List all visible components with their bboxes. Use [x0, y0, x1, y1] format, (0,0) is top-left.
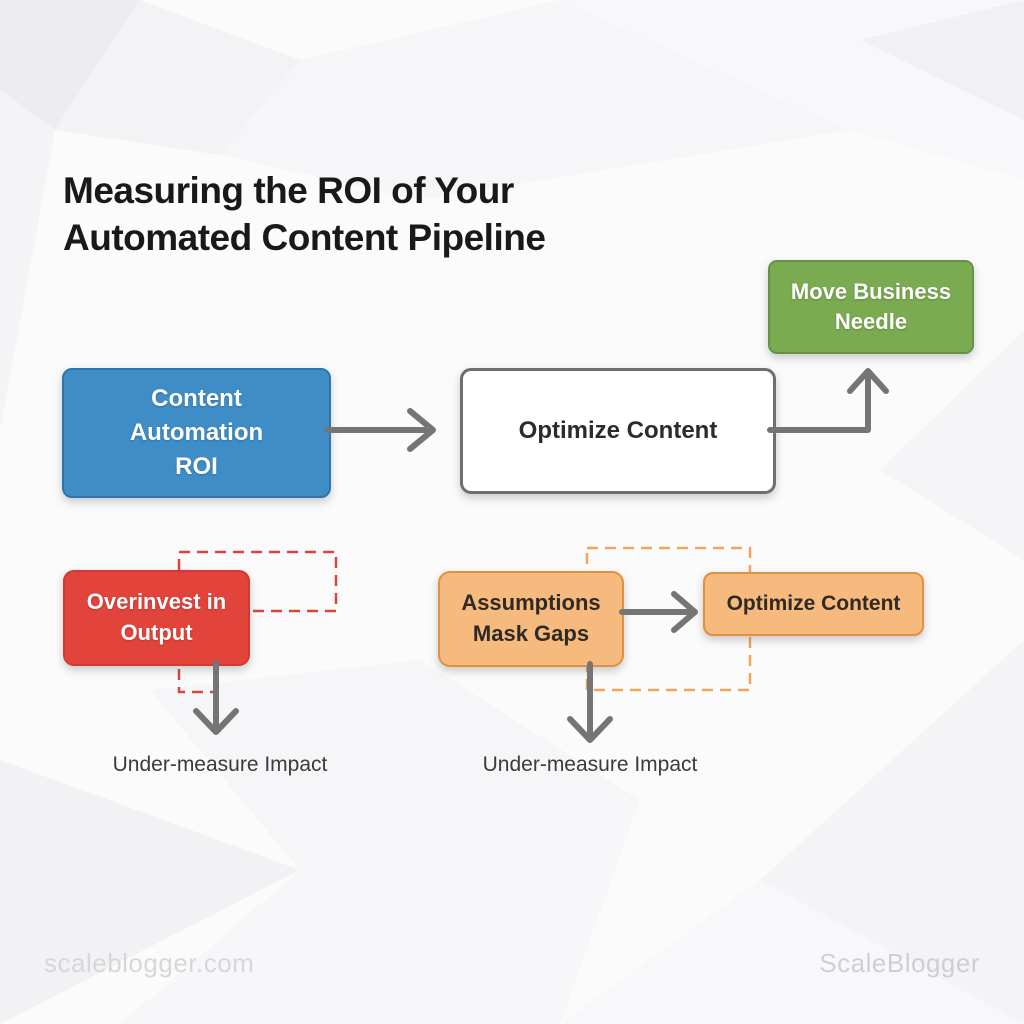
node-label: Assumptions Mask Gaps [461, 590, 601, 646]
arrow-optimize-to-needle [767, 368, 889, 433]
under-measure-impact-left-label: Under-measure Impact [112, 753, 328, 776]
arrow-roi-to-optimize [324, 408, 436, 452]
node-label: Content Automation ROI [129, 384, 264, 481]
node-optimize-content-main: Optimize Content [460, 368, 776, 494]
under-measure-impact-right-label: Under-measure Impact [482, 753, 698, 776]
node-move-business-needle: Move Business Needle [768, 260, 974, 354]
arrow-overinvest-down [193, 660, 239, 735]
node-label: Overinvest in Output [86, 589, 227, 645]
footer-site-url: scaleblogger.com [44, 948, 255, 978]
node-assumptions-mask-gaps: Assumptions Mask Gaps [438, 571, 624, 667]
node-label: Move Business Needle [790, 279, 952, 334]
node-label: Optimize Content [726, 592, 901, 615]
page-title: Measuring the ROI of Your Automated Cont… [63, 170, 546, 258]
arrow-assumptions-down [567, 661, 613, 743]
footer-brand-name: ScaleBlogger [819, 948, 980, 978]
node-content-automation-roi: Content Automation ROI [62, 368, 331, 498]
arrow-assumptions-to-optimize [619, 591, 698, 633]
node-overinvest-in-output: Overinvest in Output [63, 570, 250, 666]
node-label: Optimize Content [518, 417, 718, 444]
node-optimize-content-secondary: Optimize Content [703, 572, 924, 636]
